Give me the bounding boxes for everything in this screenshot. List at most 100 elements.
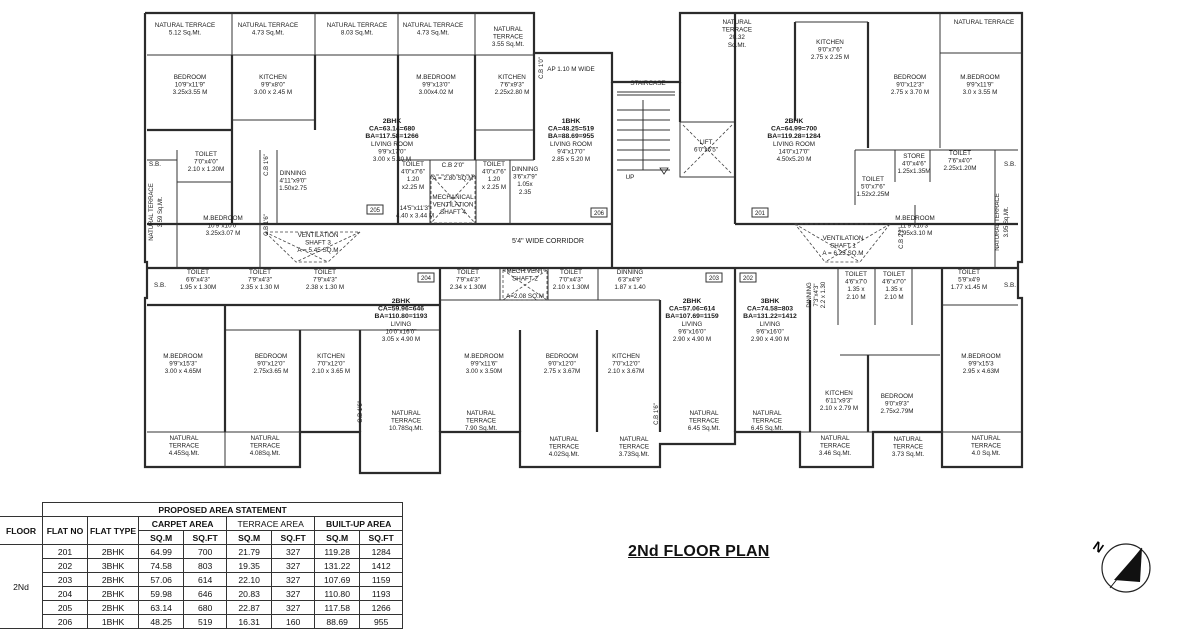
table-cell: 74.58 [138,558,185,573]
room-label-line: 4.02Sq.Mt. [549,451,580,458]
room-label-line: 6.45 Sq.Mt. [688,425,720,432]
unit-header: SQ.M [138,530,185,545]
floor-cell: 2Nd [0,544,43,629]
unit-header: SQ.M [226,530,273,545]
terrace-area-header: TERRACE AREA [226,516,316,531]
room-label-line: 2BHK [383,118,402,125]
unit-header: SQ.FT [359,530,404,545]
room-label-line: A = 5.45 SQ.M [297,247,338,254]
room-label-line: 3.00 x 5.20 M [373,156,411,163]
room-label-line: 9'9"x8'0" [261,82,285,89]
table-cell: 1412 [359,558,404,573]
room-label-line: NATURAL [821,435,850,442]
room-label-line: MECHANICAL [432,194,474,201]
room-label-line: KITCHEN [825,390,853,397]
room-label-line: A=2.08 SQ.M [506,293,544,300]
room-label-line: 6.45 Sq.Mt. [751,425,783,432]
table-cell: 1266 [359,600,404,615]
vertical-label: NATURAL TERRACE [995,193,1001,251]
vertical-label: 2.2 x 1.30 [821,281,827,308]
room-label-line: SHAFT 1 [830,243,856,250]
room-label-line: 3.00 x 4.65M [165,368,201,375]
vertical-label: 3.95 Sq.Mt. [1004,206,1010,237]
north-compass: N [1090,538,1151,593]
table-cell: 327 [271,558,316,573]
room-label-line: CA=74.58=803 [747,306,793,313]
table-cell: 327 [271,586,316,601]
room-label-line: 2.10 x 1.20M [188,166,224,173]
room-label-line: 4.40 x 3.44 M [396,213,434,220]
room-label-line: BA=107.69=1159 [665,313,719,320]
room-label-line: NATURAL TERRACE [954,19,1014,26]
room-label-line: SHAFT 4 [440,209,466,216]
room-label-line: TOILET [457,269,479,276]
room-label-line: NATURAL [170,435,199,442]
table-cell: 59.98 [138,586,185,601]
room-label-line: TOILET [249,269,271,276]
room-label-line: 9'9"x11'9" [966,82,993,89]
room-label-line: BA=119.28=1284 [767,133,821,140]
room-label-line: S.B. [1004,282,1016,289]
room-label-line: KITCHEN [612,353,640,360]
room-label-line: 2.10 x 3.65 M [312,368,350,375]
room-label-line: 4.0 Sq.Mt. [972,450,1001,457]
room-label-line: TOILET [402,161,424,168]
compass-needle [1109,547,1143,589]
room-label-line: NATURAL TERRACE [238,22,298,29]
room-label-line: TOILET [883,271,905,278]
room-label-line: DINNING [512,166,539,173]
room-label-line: TERRACE [820,443,850,450]
room-label-line: NATURAL [392,410,421,417]
room-label-line: 10'9"x10'0" [207,223,238,230]
room-label-line: TOILET [314,269,336,276]
table-cell: 327 [271,572,316,587]
room-label-line: CA=48.25=519 [548,126,594,133]
room-label-line: BEDROOM [546,353,579,360]
room-label-line: Sq.Mt. [728,42,746,49]
room-label-line: 1.77 x1.45 M [951,284,987,291]
room-label-line: 4.73 Sq.Mt. [252,30,284,37]
room-label-line: STAIRCASE [630,80,665,87]
carpet-area-header: CARPET AREA [138,516,228,531]
room-label-line: 4'11"x9'0" [279,178,306,185]
room-label-line: 2.35 x 1.30 M [241,284,279,291]
room-label-line: M.BEDROOM [163,353,203,360]
room-label-line: 4.73 Sq.Mt. [417,30,449,37]
room-label-line: LIVING ROOM [550,141,592,148]
room-label: S.B. [1004,282,1016,289]
room-label-line: SHAFT 2 [512,276,538,283]
room-label-line: CA=59.96=646 [378,306,424,313]
room-label-line: 9'9"x17'0" [378,148,406,155]
room-label-line: 3'6"x7'9" [513,174,537,181]
room-label-line: VENTILATION [823,235,864,242]
table-cell: 22.87 [226,600,273,615]
room-label-line: 2BHK [785,118,804,125]
room-label-line: TERRACE [893,444,923,451]
room-label-line: 1.50x2.75 [279,185,307,192]
flat-tag: 202 [743,276,754,282]
room-label-line: TERRACE [722,27,752,34]
flat-tag: 206 [594,211,605,217]
table-cell: 519 [183,614,228,629]
table-cell: 2BHK [86,600,140,615]
room-label-line: 2.75 x 3.70 M [891,89,929,96]
